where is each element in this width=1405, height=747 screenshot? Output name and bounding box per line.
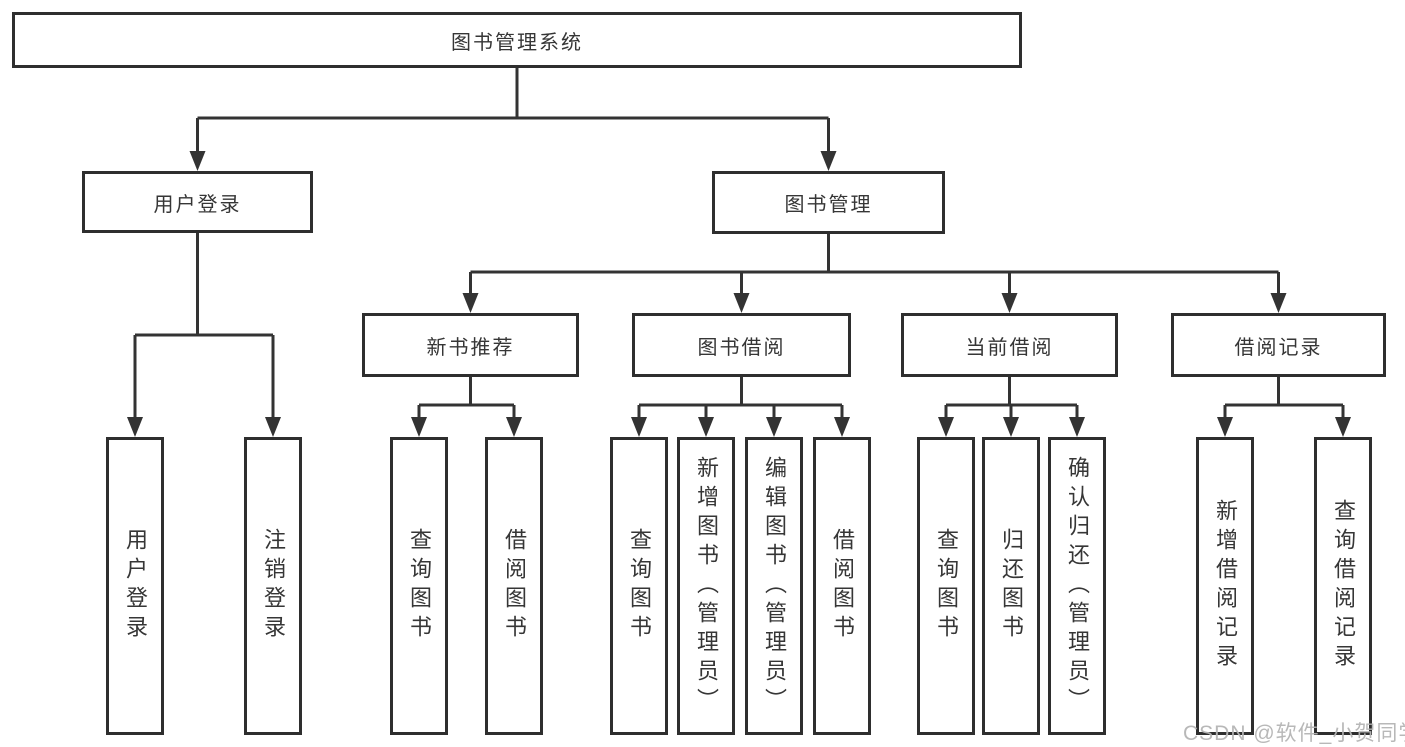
- node-book-borrowing: 图书借阅: [632, 313, 851, 377]
- leaf-current-return-books: 归还图书: [982, 437, 1040, 735]
- connector-new-books-to-leaves: [411, 377, 522, 437]
- arrowhead: [265, 417, 281, 437]
- arrowhead: [127, 417, 143, 437]
- leaf-logout-label: 注销登录: [261, 528, 286, 644]
- leaf-user-login-label: 用户登录: [123, 528, 148, 644]
- connector-current-borrowing-to-leaves: [938, 377, 1085, 437]
- leaf-user-login: 用户登录: [106, 437, 164, 735]
- arrowhead: [698, 417, 714, 437]
- leaf-records-query-record: 查询借阅记录: [1314, 437, 1372, 735]
- leaf-records-query-record-label: 查询借阅记录: [1331, 499, 1356, 673]
- node-book-management: 图书管理: [712, 171, 945, 234]
- connector-borrowing-records-to-leaves: [1217, 377, 1351, 437]
- arrowhead: [938, 417, 954, 437]
- connector-book-management-to-level3: [462, 234, 1287, 313]
- leaf-logout: 注销登录: [244, 437, 302, 735]
- arrowhead: [1069, 417, 1085, 437]
- arrowhead: [462, 293, 479, 313]
- node-current-borrowing: 当前借阅: [901, 313, 1118, 377]
- leaf-borrowing-query-books: 查询图书: [610, 437, 668, 735]
- leaf-records-add-record: 新增借阅记录: [1196, 437, 1254, 735]
- arrowhead: [733, 293, 750, 313]
- leaf-newbooks-query-books: 查询图书: [390, 437, 448, 735]
- node-book-management-label: 图书管理: [784, 194, 873, 216]
- node-new-books-label: 新书推荐: [426, 336, 515, 359]
- connector-book-borrowing-to-leaves: [631, 377, 850, 437]
- node-root: 图书管理系统: [12, 12, 1022, 68]
- node-book-borrowing-label: 图书借阅: [697, 336, 786, 359]
- arrowhead: [1003, 417, 1019, 437]
- leaf-borrowing-query-books-label: 查询图书: [627, 528, 652, 644]
- node-borrowing-records: 借阅记录: [1171, 313, 1386, 377]
- node-user-login-label: 用户登录: [153, 193, 242, 216]
- arrowhead: [631, 417, 647, 437]
- leaf-current-confirm-return-admin-label: 确认归还（管理员）: [1065, 455, 1090, 717]
- leaf-newbooks-borrow-books: 借阅图书: [485, 437, 543, 735]
- leaf-borrowing-borrow-books: 借阅图书: [813, 437, 871, 735]
- leaf-current-query-books: 查询图书: [917, 437, 975, 735]
- node-user-login: 用户登录: [82, 171, 313, 233]
- leaf-current-confirm-return-admin: 确认归还（管理员）: [1048, 437, 1106, 735]
- arrowhead: [1335, 417, 1351, 437]
- arrowhead: [1001, 293, 1018, 313]
- leaf-newbooks-query-books-label: 查询图书: [407, 528, 432, 644]
- leaf-borrowing-edit-books-admin-label: 编辑图书（管理员）: [762, 455, 787, 717]
- connector-user-login-to-leaves: [127, 233, 281, 437]
- csdn-watermark: CSDN @软件_小贺同学: [1183, 722, 1405, 745]
- leaf-borrowing-borrow-books-label: 借阅图书: [830, 528, 855, 644]
- arrowhead: [506, 417, 522, 437]
- arrowhead: [820, 151, 837, 171]
- leaf-borrowing-add-books-admin: 新增图书（管理员）: [677, 437, 735, 735]
- leaf-newbooks-borrow-books-label: 借阅图书: [502, 528, 527, 644]
- leaf-borrowing-add-books-admin-label: 新增图书（管理员）: [694, 455, 719, 717]
- node-root-label: 图书管理系统: [451, 31, 583, 54]
- node-new-books: 新书推荐: [362, 313, 579, 377]
- arrowhead: [834, 417, 850, 437]
- arrowhead: [1270, 293, 1287, 313]
- node-current-borrowing-label: 当前借阅: [965, 336, 1054, 359]
- leaf-records-add-record-label: 新增借阅记录: [1213, 499, 1238, 673]
- connector-root-to-level2: [189, 68, 837, 171]
- arrowhead: [766, 417, 782, 437]
- leaf-current-return-books-label: 归还图书: [999, 528, 1024, 644]
- arrowhead: [1217, 417, 1233, 437]
- node-borrowing-records-label: 借阅记录: [1234, 336, 1323, 359]
- leaf-borrowing-edit-books-admin: 编辑图书（管理员）: [745, 437, 803, 735]
- arrowhead: [189, 151, 206, 171]
- arrowhead: [411, 417, 427, 437]
- leaf-current-query-books-label: 查询图书: [934, 528, 959, 644]
